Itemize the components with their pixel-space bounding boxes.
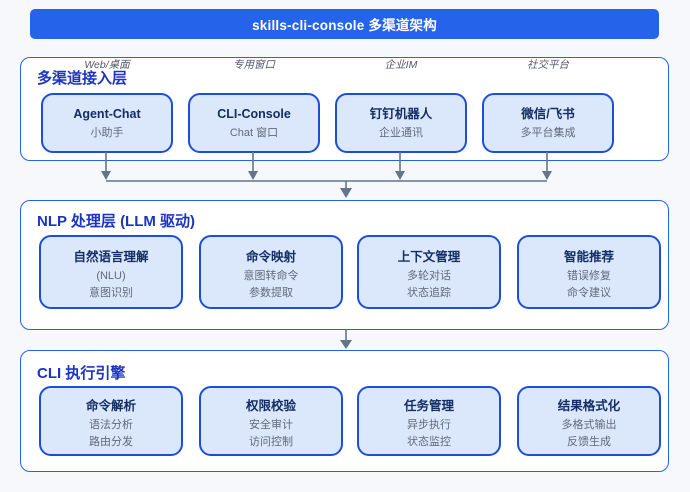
node-title: 自然语言理解	[73, 250, 149, 264]
node-subtitle: 状态监控	[407, 436, 451, 449]
node-title: Agent-Chat	[73, 107, 141, 121]
node-subtitle: 意图识别	[89, 287, 133, 300]
node-subtitle: 错误修复	[567, 269, 611, 282]
node-subtitle: (NLU)	[96, 269, 126, 282]
layer-access-section: 多渠道接入层 Web/桌面 专用窗口 企业IM 社交平台 Agent-Chat …	[20, 57, 669, 161]
channel-label-social-platform: 社交平台	[527, 59, 569, 71]
node-subtitle: 异步执行	[407, 418, 451, 431]
node-subtitle: 参数提取	[249, 287, 293, 300]
node-title: 上下文管理	[397, 250, 461, 264]
layer-nlp-section: NLP 处理层 (LLM 驱动) 自然语言理解 (NLU) 意图识别 命令映射 …	[20, 200, 669, 330]
node-nlu: 自然语言理解 (NLU) 意图识别	[39, 235, 183, 309]
node-subtitle: 多格式输出	[561, 418, 617, 431]
node-subtitle: 反馈生成	[567, 436, 611, 449]
node-title: CLI-Console	[217, 107, 291, 121]
node-task-management: 任务管理 异步执行 状态监控	[357, 386, 501, 456]
node-subtitle: Chat 窗口	[229, 126, 279, 139]
node-subtitle: 小助手	[90, 126, 124, 139]
channel-label-dedicated-window: 专用窗口	[233, 59, 275, 71]
arrow-access-to-nlp	[340, 181, 352, 198]
node-subtitle: 企业通讯	[379, 126, 423, 139]
layer-nlp-title: NLP 处理层 (LLM 驱动)	[37, 213, 196, 230]
diagram-title-bar: skills-cli-console 多渠道架构	[30, 9, 659, 39]
node-command-mapping: 命令映射 意图转命令 参数提取	[199, 235, 343, 309]
node-title: 命令映射	[245, 250, 296, 264]
channel-label-web-desktop: Web/桌面	[84, 59, 130, 71]
node-title: 结果格式化	[557, 399, 621, 413]
diagram-title: skills-cli-console 多渠道架构	[252, 18, 437, 33]
node-subtitle: 意图转命令	[243, 269, 299, 282]
layer-cli-title: CLI 执行引擎	[37, 365, 126, 382]
node-dingtalk-bot: 钉钉机器人 企业通讯	[335, 93, 467, 153]
node-subtitle: 语法分析	[89, 418, 133, 431]
node-wechat-feishu: 微信/飞书 多平台集成	[482, 93, 614, 153]
node-agent-chat: Agent-Chat 小助手	[41, 93, 173, 153]
arrow-nlp-to-cli	[340, 330, 352, 349]
node-permission-check: 权限校验 安全审计 访问控制	[199, 386, 343, 456]
node-subtitle: 路由分发	[89, 436, 133, 449]
node-title: 智能推荐	[563, 250, 614, 264]
node-title: 任务管理	[403, 399, 454, 413]
node-subtitle: 访问控制	[249, 436, 293, 449]
node-subtitle: 多平台集成	[520, 126, 576, 139]
node-subtitle: 安全审计	[249, 418, 293, 431]
node-subtitle: 多轮对话	[407, 269, 451, 282]
node-subtitle: 状态追踪	[407, 287, 451, 300]
node-smart-recommendation: 智能推荐 错误修复 命令建议	[517, 235, 661, 309]
node-context-management: 上下文管理 多轮对话 状态追踪	[357, 235, 501, 309]
layer-cli-section: CLI 执行引擎 命令解析 语法分析 路由分发 权限校验 安全审计 访问控制 任…	[20, 350, 669, 472]
node-title: 权限校验	[245, 399, 296, 413]
node-result-formatting: 结果格式化 多格式输出 反馈生成	[517, 386, 661, 456]
node-title: 钉钉机器人	[369, 107, 433, 121]
node-title: 命令解析	[85, 399, 136, 413]
channel-label-enterprise-im: 企业IM	[384, 59, 418, 71]
node-command-parsing: 命令解析 语法分析 路由分发	[39, 386, 183, 456]
node-subtitle: 命令建议	[567, 287, 611, 300]
layer-access-title: 多渠道接入层	[37, 70, 128, 87]
node-cli-console: CLI-Console Chat 窗口	[188, 93, 320, 153]
node-title: 微信/飞书	[521, 107, 575, 121]
